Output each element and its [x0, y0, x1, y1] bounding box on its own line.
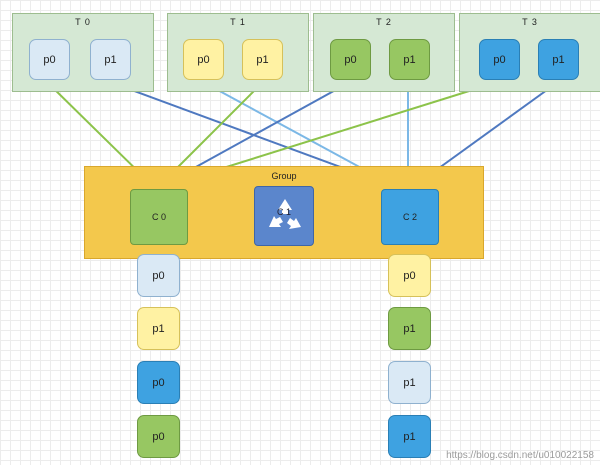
- recycle-icon: [269, 199, 301, 229]
- c2-assigned-partition: p0: [388, 254, 431, 297]
- c2-assigned-partition: p1: [388, 415, 431, 458]
- partition-box: p0: [479, 39, 520, 80]
- topic-label: T 0: [75, 17, 91, 27]
- partition-box: p1: [90, 39, 131, 80]
- c2-assigned-partition: p1: [388, 307, 431, 350]
- c0-assigned-partition: p0: [137, 254, 180, 297]
- partition-box: p1: [389, 39, 430, 80]
- topic-label: T 1: [230, 17, 246, 27]
- c0-assigned-partition: p0: [137, 415, 180, 458]
- partition-box: p0: [330, 39, 371, 80]
- watermark: https://blog.csdn.net/u010022158: [446, 450, 594, 461]
- consumer-label: C 1: [276, 207, 291, 217]
- partition-box: p1: [538, 39, 579, 80]
- c0-assigned-partition: p0: [137, 361, 180, 404]
- topic-t2: T 2 p0 p1: [313, 13, 455, 92]
- partition-box: p0: [29, 39, 70, 80]
- group-label: Group: [271, 171, 297, 181]
- topic-t1: T 1 p0 p1: [167, 13, 309, 92]
- topic-t0: T 0 p0 p1: [12, 13, 154, 92]
- consumer-c0: C 0: [130, 189, 188, 245]
- topic-label: T 2: [376, 17, 392, 27]
- topic-t3: T 3 p0 p1: [459, 13, 600, 92]
- consumer-c2: C 2: [381, 189, 439, 245]
- partition-box: p1: [242, 39, 283, 80]
- c2-assigned-partition: p1: [388, 361, 431, 404]
- partition-box: p0: [183, 39, 224, 80]
- consumer-c1: C 1: [254, 186, 314, 246]
- c0-assigned-partition: p1: [137, 307, 180, 350]
- topic-label: T 3: [522, 17, 538, 27]
